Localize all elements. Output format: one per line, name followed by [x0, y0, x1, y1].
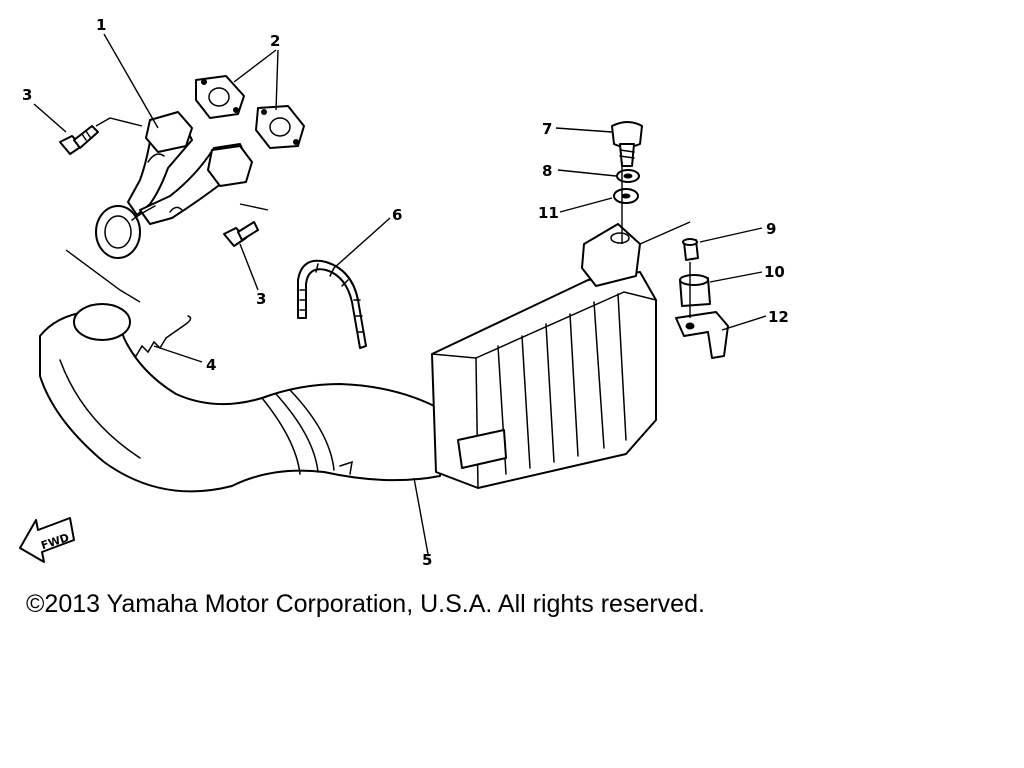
assembly-guide-lines — [65, 117, 691, 318]
callout-leaders — [33, 33, 767, 555]
exhaust-gasket-lower — [255, 105, 305, 149]
spring-washer — [616, 169, 640, 183]
exhaust-wrap-cord — [297, 259, 367, 349]
callout-3-upper: 3 — [22, 86, 32, 104]
flange-bolt-upper — [59, 125, 99, 155]
callout-11: 11 — [538, 204, 559, 222]
copyright-notice: ©2013 Yamaha Motor Corporation, U.S.A. A… — [26, 590, 705, 618]
flat-washer — [613, 188, 639, 204]
damper — [679, 274, 711, 307]
callout-12: 12 — [768, 308, 789, 326]
mount-bolt — [611, 121, 643, 167]
callout-9: 9 — [766, 220, 776, 238]
callout-6: 6 — [392, 206, 402, 224]
mount-bracket — [675, 311, 729, 359]
callout-2: 2 — [270, 32, 280, 50]
exhaust-manifold — [95, 111, 253, 259]
callout-4: 4 — [206, 356, 216, 374]
callout-10: 10 — [764, 263, 785, 281]
callout-5: 5 — [422, 551, 432, 569]
forward-arrow-icon: FWD — [19, 517, 75, 563]
muffler-assembly — [39, 223, 657, 493]
callout-1: 1 — [96, 16, 106, 34]
callout-7: 7 — [542, 120, 552, 138]
callout-8: 8 — [542, 162, 552, 180]
callout-labels: 1 2 3 3 4 5 6 7 8 11 9 10 12 — [22, 16, 789, 569]
collar — [682, 238, 699, 261]
callout-3-lower: 3 — [256, 290, 266, 308]
flange-bolt-lower — [223, 221, 259, 247]
exhaust-gasket-upper — [195, 75, 245, 119]
exhaust-parts-diagram: 1 2 3 3 4 5 6 7 8 11 9 10 12 FWD — [19, 16, 789, 569]
